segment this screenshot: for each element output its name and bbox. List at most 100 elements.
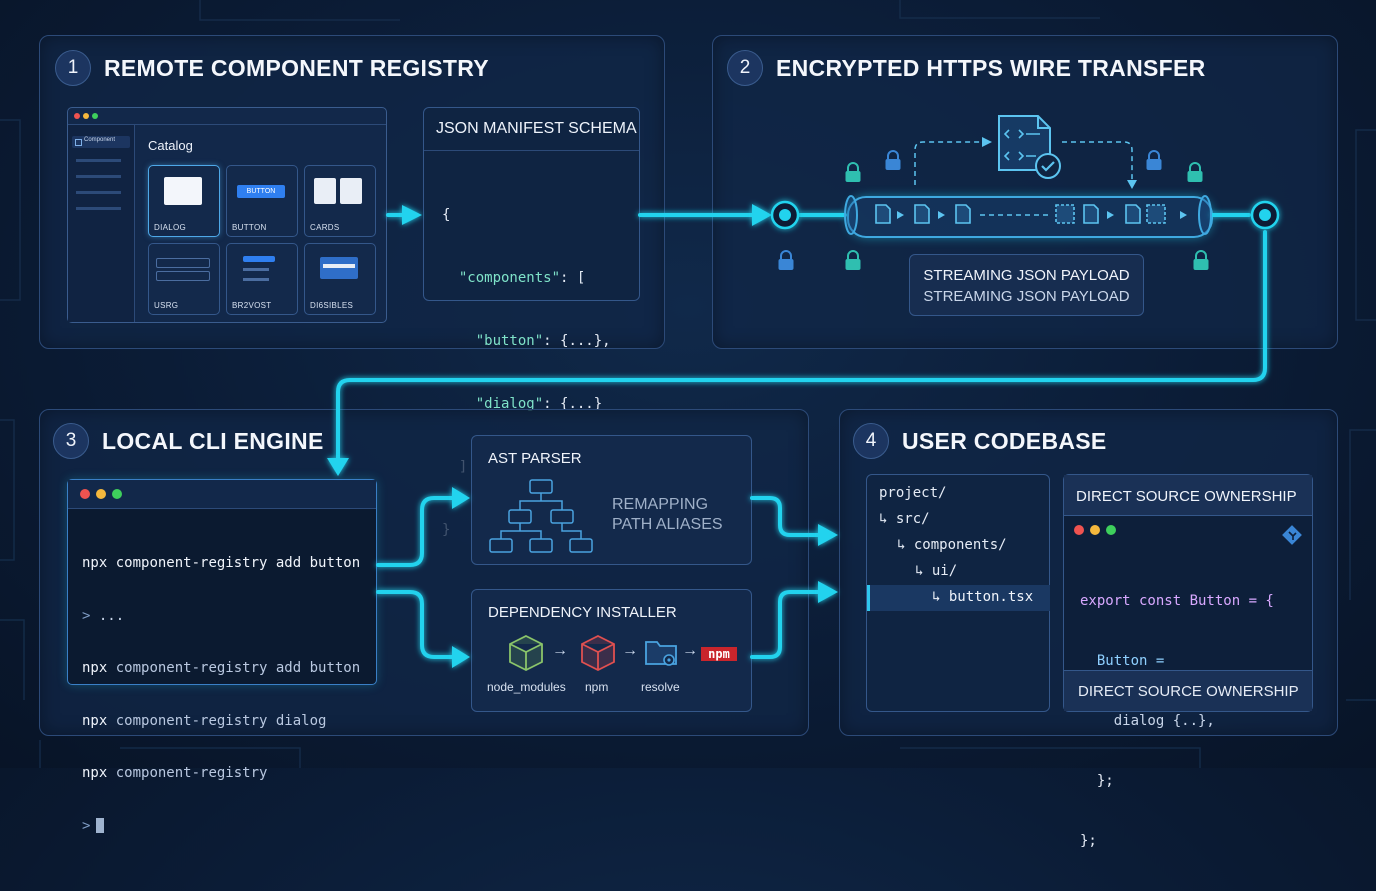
tile-label: CARDS — [310, 223, 340, 232]
arrow-right-icon: → — [682, 642, 698, 659]
terminal-titlebar — [68, 480, 376, 509]
codebase-header: 4 USER CODEBASE — [853, 423, 1107, 459]
tile-usrg[interactable]: USRG — [148, 243, 220, 315]
npm-logo: npm — [701, 647, 737, 661]
ownership-card: DIRECT SOURCE OWNERSHIP export const But… — [1063, 474, 1313, 849]
maximize-dot[interactable] — [1106, 525, 1116, 535]
encrypted-pipe — [847, 196, 1213, 238]
maximize-dot[interactable] — [92, 113, 98, 119]
dep-label: resolve — [641, 680, 680, 694]
catalog-window: Component Catalog DIALOG BUTTON BUTTON C… — [67, 107, 387, 323]
table-preview — [320, 257, 358, 279]
close-dot[interactable] — [74, 113, 80, 119]
tile-dialog[interactable]: DIALOG — [148, 165, 220, 237]
dialog-preview — [164, 177, 202, 205]
tile-button[interactable]: BUTTON BUTTON — [226, 165, 298, 237]
code-line: }; — [1080, 773, 1114, 789]
table-preview-row — [323, 264, 355, 268]
dep-label: node_modules — [487, 680, 566, 694]
catalog-title: Catalog — [148, 138, 193, 153]
ast-description: PATH ALIASES — [612, 516, 723, 533]
lock-icon — [1187, 162, 1203, 182]
ownership-footer: DIRECT SOURCE OWNERSHIP — [1078, 683, 1299, 700]
sidebar-item-component[interactable]: Component — [72, 136, 130, 148]
lock-icon — [1146, 150, 1162, 170]
close-dot[interactable] — [80, 489, 90, 499]
ast-title: AST PARSER — [488, 450, 582, 467]
git-icon — [1282, 525, 1302, 545]
tile-label: DIALOG — [154, 223, 187, 232]
step-number: 2 — [727, 50, 763, 86]
cursor — [96, 817, 105, 833]
list-preview — [243, 278, 269, 281]
close-dot[interactable] — [1074, 525, 1084, 535]
tile-label: BUTTON — [232, 223, 267, 232]
arrowhead — [818, 581, 838, 603]
folder-settings-icon — [645, 641, 677, 666]
button-preview: BUTTON — [237, 185, 285, 198]
file-tree: project/ ↳ src/ ↳ components/ ↳ ui/ ↳ bu… — [866, 474, 1050, 712]
terminal-line: npx component-registry add button — [82, 660, 361, 676]
step-number: 3 — [53, 423, 89, 459]
manifest-card: JSON MANIFEST SCHEMA { "components": [ "… — [423, 107, 640, 538]
panel-title: LOCAL CLI ENGINE — [102, 427, 324, 454]
manifest-title: JSON MANIFEST SCHEMA — [424, 108, 639, 151]
terminal-line: npx component-registry dialog — [82, 712, 327, 729]
sidebar-item[interactable] — [76, 191, 121, 194]
code-line: "components": [ — [458, 270, 586, 286]
lock-icon — [845, 162, 861, 182]
code-line: "button": {...}, — [475, 333, 611, 349]
terminal-line: > — [82, 817, 360, 836]
tree-item-src[interactable]: ↳ src/ — [879, 511, 930, 527]
minimize-dot[interactable] — [96, 489, 106, 499]
tile-br2vost[interactable]: BR2VOST — [226, 243, 298, 315]
terminal-output: npx component-registry add button > ... … — [82, 520, 360, 870]
ownership-header — [1064, 475, 1312, 516]
tile-cards[interactable]: CARDS — [304, 165, 376, 237]
tree-item-selected[interactable]: ↳ button.tsx — [867, 585, 1050, 611]
node-modules-box-icon — [509, 634, 543, 672]
sidebar-item[interactable] — [76, 159, 121, 162]
tile-label: DI6SIBLES — [310, 301, 354, 310]
code-line: { — [442, 207, 451, 223]
tree-diagram-icon — [489, 479, 593, 553]
ownership-code: export const Button = { Button = dialog … — [1080, 551, 1274, 891]
catalog-sidebar: Component — [68, 125, 135, 322]
tree-item-button-file: ↳ button.tsx — [932, 589, 1034, 605]
arrowhead — [818, 524, 838, 546]
panel-title: ENCRYPTED HTTPS WIRE TRANSFER — [776, 54, 1206, 81]
arrow-right-icon: → — [622, 642, 638, 659]
list-preview — [243, 256, 275, 262]
payload-label: STREAMING JSON PAYLOAD — [923, 288, 1130, 305]
payload-label: STREAMING JSON PAYLOAD — [923, 267, 1130, 284]
sidebar-item[interactable] — [76, 175, 121, 178]
lock-icon — [845, 250, 861, 270]
tree-item-ui[interactable]: ↳ ui/ — [915, 563, 958, 579]
ownership-footer-bar — [1064, 670, 1312, 711]
minimize-dot[interactable] — [83, 113, 89, 119]
dep-label: npm — [585, 680, 609, 694]
input-preview — [156, 271, 210, 281]
transfer-header: 2 ENCRYPTED HTTPS WIRE TRANSFER — [727, 50, 1206, 86]
dependency-installer-card: DEPENDENCY INSTALLER → → → npm node_modu… — [471, 589, 752, 712]
tile-label: BR2VOST — [232, 301, 272, 310]
step-number: 4 — [853, 423, 889, 459]
sidebar-item[interactable] — [76, 207, 121, 210]
maximize-dot[interactable] — [112, 489, 122, 499]
tree-item-project[interactable]: project/ — [879, 485, 947, 501]
code-line: dialog {..}, — [1080, 713, 1215, 729]
terminal-line: > ... — [82, 607, 125, 624]
component-icon — [75, 139, 82, 146]
ast-parser-card: AST PARSER REMAPPING PATH ALIASES — [471, 435, 752, 565]
list-preview — [243, 268, 269, 271]
code-line: }; — [1080, 833, 1097, 849]
code-line: Button = — [1080, 653, 1165, 669]
tile-disibles[interactable]: DI6SIBLES — [304, 243, 376, 315]
ast-description: REMAPPING — [612, 496, 709, 513]
minimize-dot[interactable] — [1090, 525, 1100, 535]
tree-item-components[interactable]: ↳ components/ — [897, 537, 1007, 553]
input-preview — [156, 258, 210, 268]
terminal-window[interactable]: npx component-registry add button > ... … — [67, 479, 377, 834]
payload-label-box: STREAMING JSON PAYLOAD STREAMING JSON PA… — [909, 254, 1144, 316]
lock-icon — [885, 150, 901, 170]
